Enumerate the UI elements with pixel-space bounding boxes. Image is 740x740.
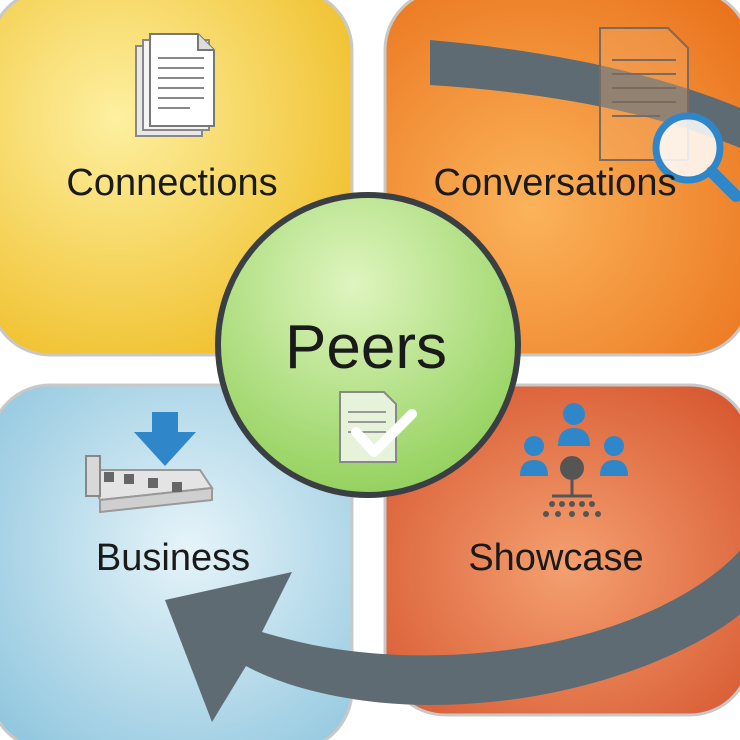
people-presentation-icon (520, 403, 628, 517)
tile-label-showcase: Showcase (468, 537, 643, 579)
tile-label-connections: Connections (66, 162, 277, 204)
center-label-peers: Peers (285, 313, 447, 382)
checked-document-icon (339, 391, 417, 463)
cycle-arrow-bottom (165, 550, 740, 722)
download-arrow-icon (134, 412, 196, 466)
document-search-icon (599, 27, 740, 202)
cycle-arrow-top (430, 40, 740, 148)
tile-label-business: Business (96, 537, 250, 579)
document-stack-icon (135, 33, 215, 137)
device-rack-icon (85, 455, 214, 514)
tile-label-conversations: Conversations (434, 162, 677, 204)
center-peers-circle (215, 192, 521, 498)
